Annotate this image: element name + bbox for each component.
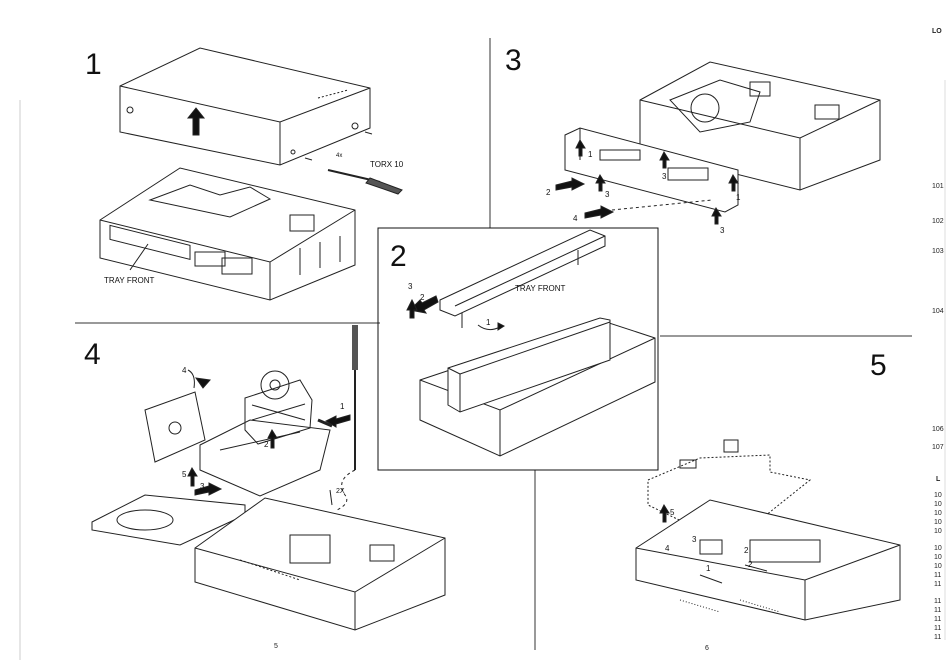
step4-callout: 2 xyxy=(264,440,269,449)
margin-code: 101 xyxy=(932,183,944,190)
step-number-1: 1 xyxy=(85,48,102,81)
margin-list-line: 10 xyxy=(934,519,942,526)
step-number-2: 2 xyxy=(390,240,407,273)
step5-callout: 4 xyxy=(665,544,670,553)
step3-callout: 1 xyxy=(736,193,741,202)
step1-drawing xyxy=(99,47,403,301)
margin-list-line: 11 xyxy=(934,634,942,641)
step4-callout: 3 xyxy=(200,482,205,491)
step5-callout: 3 xyxy=(692,535,697,544)
margin-list-line: 11 xyxy=(934,598,942,605)
step4-callout: 5 xyxy=(182,470,187,479)
step3-callout: 3 xyxy=(720,226,725,235)
step5-callout: 5 xyxy=(670,508,675,517)
margin-code: 106 xyxy=(932,426,944,433)
step2-drawing xyxy=(406,229,656,457)
step2-callout: 3 xyxy=(408,282,413,291)
step-number-4: 4 xyxy=(84,338,101,371)
tray-front-label-step1: TRAY FRONT xyxy=(104,276,155,285)
screw-count-label: 4x xyxy=(336,153,343,159)
margin-header: LO xyxy=(932,28,942,35)
margin-list-line: 11 xyxy=(934,572,942,579)
step3-callout: 1 xyxy=(588,150,593,159)
step3-drawing xyxy=(555,61,881,225)
margin-code: L xyxy=(936,476,941,483)
margin-list-line: 10 xyxy=(934,545,942,552)
margin-code: 107 xyxy=(932,444,944,451)
step3-callout: 3 xyxy=(605,190,610,199)
step5-drawing xyxy=(635,439,901,621)
step3-callout: 3 xyxy=(662,172,667,181)
step4-callout: 2X xyxy=(336,488,345,495)
page-number-right: 6 xyxy=(705,645,709,652)
margin-code: 102 xyxy=(932,218,944,225)
margin-list-line: 11 xyxy=(934,625,942,632)
step3-callout: 2 xyxy=(546,188,551,197)
step4-drawing xyxy=(91,325,446,631)
margin-list-line: 10 xyxy=(934,501,942,508)
margin-list-line: 10 xyxy=(934,554,942,561)
margin-list-line: 10 xyxy=(934,563,942,570)
step4-callout: 4 xyxy=(182,366,187,375)
page-number-left: 5 xyxy=(274,643,278,650)
tray-front-label-step2: TRAY FRONT xyxy=(515,284,566,293)
margin-list-line: 10 xyxy=(934,510,942,517)
margin-list-line: 10 xyxy=(934,528,942,535)
step-number-3: 3 xyxy=(505,44,522,77)
margin-code: 103 xyxy=(932,248,944,255)
torx-label: TORX 10 xyxy=(370,160,404,169)
step3-callout: 4 xyxy=(573,214,578,223)
step-number-5: 5 xyxy=(870,349,887,382)
step5-callout: 2 xyxy=(748,560,753,569)
margin-list-line: 11 xyxy=(934,607,942,614)
margin-list-line: 11 xyxy=(934,581,942,588)
step4-callout: 1 xyxy=(340,402,345,411)
step5-callout: 1 xyxy=(706,564,711,573)
step2-callout: 2 xyxy=(420,293,425,302)
step5-callout: 2 xyxy=(744,546,749,555)
margin-list-line: 11 xyxy=(934,616,942,623)
margin-code: 104 xyxy=(932,308,944,315)
margin-list-line: 10 xyxy=(934,492,942,499)
step2-callout: 1 xyxy=(486,318,491,327)
